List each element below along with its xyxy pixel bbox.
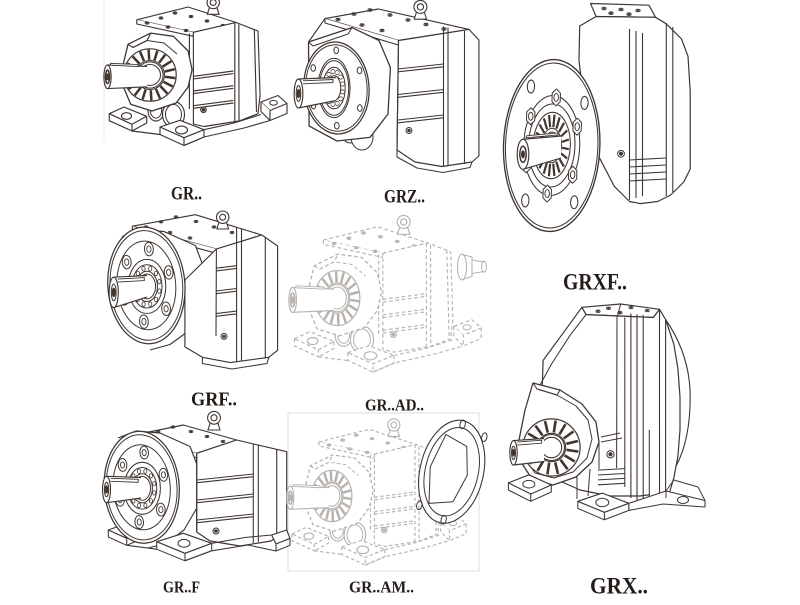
svg-text:GR..AD..: GR..AD.. <box>365 396 424 415</box>
svg-text:GRZ..: GRZ.. <box>384 188 425 208</box>
svg-text:GRXF..: GRXF.. <box>563 270 627 296</box>
svg-text:GR..F: GR..F <box>163 578 200 597</box>
svg-text:GRX..: GRX.. <box>590 574 648 600</box>
svg-text:GRF..: GRF.. <box>191 390 237 411</box>
svg-text:GR..AM..: GR..AM.. <box>349 578 414 597</box>
svg-text:GR..: GR.. <box>171 184 202 205</box>
